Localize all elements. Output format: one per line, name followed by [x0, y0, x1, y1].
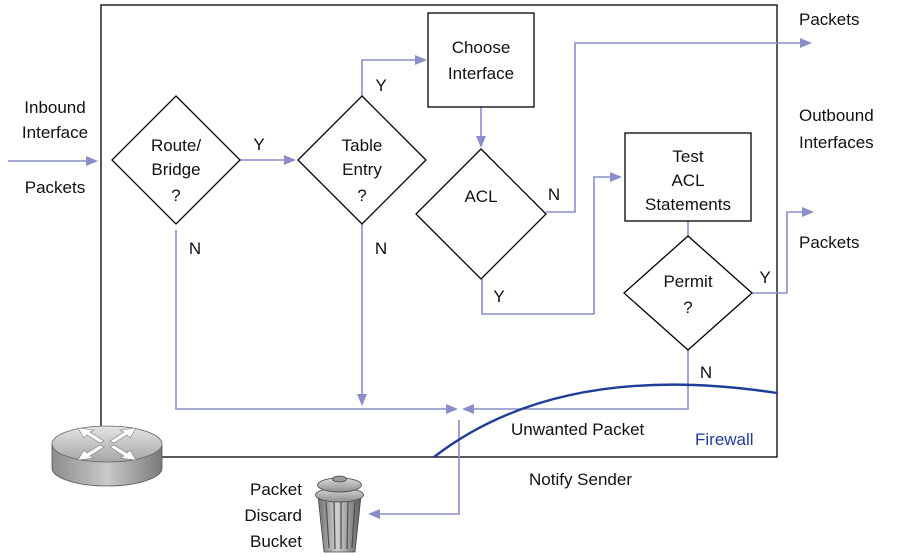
inbound-label-line1: Inbound — [24, 98, 85, 117]
table-no-label: N — [375, 239, 387, 258]
choose-interface-box — [427, 12, 535, 108]
permit-yes-connector — [752, 211, 802, 294]
outbound-label-line2: Interfaces — [799, 133, 874, 152]
choose-interface-text-line1: Choose — [452, 38, 511, 57]
table-entry-text-line1: Table — [342, 136, 383, 155]
route-no-label: N — [189, 239, 201, 258]
table-entry-text-line3: ? — [357, 186, 366, 205]
route-bridge-text-line3: ? — [171, 186, 180, 205]
permit-text-line1: Permit — [663, 272, 712, 291]
firewall-arc — [433, 383, 778, 458]
acl-yes-label: Y — [493, 287, 504, 306]
router-icon — [51, 425, 163, 487]
route-no-connector — [175, 230, 449, 410]
choose-interface-text-line2: Interface — [448, 64, 514, 83]
acl-no-connector — [546, 42, 800, 213]
inbound-packets-label: Packets — [25, 178, 85, 197]
route-bridge-text-line1: Route/ — [151, 136, 201, 155]
table-yes-label: Y — [375, 76, 386, 95]
acl-no-label: N — [548, 185, 560, 204]
acl-text: ACL — [464, 187, 497, 206]
inbound-label-line2: Interface — [22, 123, 88, 142]
test-acl-text-line1: Test — [672, 147, 703, 166]
table-yes-connector — [361, 59, 418, 96]
flow-connectors — [8, 38, 814, 519]
firewall-label: Firewall — [695, 430, 754, 449]
discard-label-line2: Discard — [244, 506, 302, 525]
acl-yes-connector — [481, 176, 612, 315]
acl-decision — [415, 148, 547, 280]
trash-can-icon — [315, 475, 364, 553]
test-acl-text-line3: Statements — [645, 195, 731, 214]
notify-sender-label: Notify Sender — [529, 470, 632, 489]
route-yes-label: Y — [253, 135, 264, 154]
device-boundary — [100, 4, 778, 458]
permit-decision — [623, 235, 753, 351]
route-bridge-text-line2: Bridge — [151, 160, 200, 179]
table-entry-text-line2: Entry — [342, 160, 382, 179]
permit-no-label: N — [700, 363, 712, 382]
discard-label-line3: Bucket — [250, 532, 302, 551]
unwanted-packet-label: Unwanted Packet — [511, 420, 645, 439]
table-entry-decision — [297, 95, 427, 225]
outbound-packets-bottom-label: Packets — [799, 233, 859, 252]
test-acl-text-line2: ACL — [671, 171, 704, 190]
discard-label-line1: Packet — [250, 480, 302, 499]
permit-yes-label: Y — [759, 268, 770, 287]
permit-text-line2: ? — [683, 298, 692, 317]
outbound-label-line1: Outbound — [799, 106, 874, 125]
test-acl-box — [624, 132, 752, 222]
outbound-packets-top-label: Packets — [799, 10, 859, 29]
route-bridge-decision — [111, 95, 241, 225]
permit-no-connector — [473, 350, 689, 410]
discard-connector — [378, 420, 460, 515]
